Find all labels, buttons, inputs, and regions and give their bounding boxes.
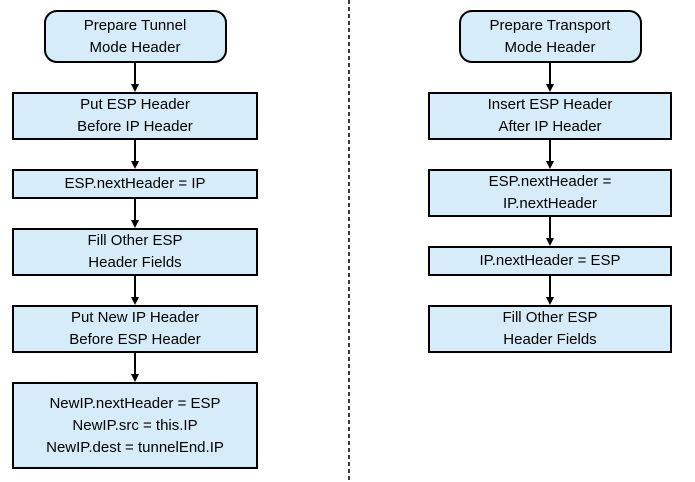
- node-text-line: IP.nextHeader: [503, 195, 597, 212]
- node-text-line: Fill Other ESP: [87, 232, 183, 249]
- flow-process-node: IP.nextHeader = ESP: [428, 246, 672, 276]
- node-text-line: Put New IP Header: [70, 309, 200, 326]
- down-arrow-connector: [12, 63, 258, 92]
- node-text-line: Put ESP Header: [80, 96, 190, 113]
- node-text-line: Prepare Tunnel: [83, 16, 187, 34]
- down-arrow-connector: [428, 276, 672, 305]
- node-text-line: Mode Header: [89, 38, 181, 56]
- flow-process-node: ESP.nextHeader = IP.nextHeader: [428, 169, 672, 217]
- node-text-line: Before IP Header: [77, 118, 193, 135]
- node-text-line: NewIP.src = this.IP: [72, 416, 198, 434]
- node-text-line: Fill Other ESP: [502, 309, 598, 326]
- node-text-line: Prepare Transport: [489, 16, 611, 34]
- node-text-line: NewIP.nextHeader = ESP: [49, 394, 221, 412]
- node-text-line: Header Fields: [503, 331, 597, 348]
- down-arrow-connector: [12, 140, 258, 169]
- down-arrow-connector: [12, 276, 258, 305]
- down-arrow-connector: [428, 217, 672, 246]
- node-text-line: Mode Header: [504, 38, 596, 56]
- down-arrow-connector: [12, 353, 258, 382]
- down-arrow-connector: [428, 140, 672, 169]
- dashed-divider-line: [348, 0, 350, 482]
- down-arrow-connector: [428, 63, 672, 92]
- node-text-line: IP.nextHeader = ESP: [479, 252, 621, 269]
- down-arrow-connector: [12, 199, 258, 228]
- node-text-line: NewIP.dest = tunnelEnd.IP: [46, 438, 224, 456]
- flow-process-node: Fill Other ESP Header Fields: [428, 305, 672, 353]
- flow-process-node: ESP.nextHeader = IP: [12, 169, 258, 199]
- node-text-line: After IP Header: [498, 118, 602, 135]
- node-text-line: Insert ESP Header: [487, 96, 613, 113]
- node-text-line: ESP.nextHeader =: [488, 173, 612, 190]
- flow-process-node: NewIP.nextHeader = ESP NewIP.src = this.I…: [12, 382, 258, 469]
- node-text-line: Header Fields: [88, 254, 182, 271]
- flow-process-node: Fill Other ESP Header Fields: [12, 228, 258, 276]
- node-text-line: ESP.nextHeader = IP: [64, 175, 206, 192]
- node-text-line: Before ESP Header: [69, 331, 201, 348]
